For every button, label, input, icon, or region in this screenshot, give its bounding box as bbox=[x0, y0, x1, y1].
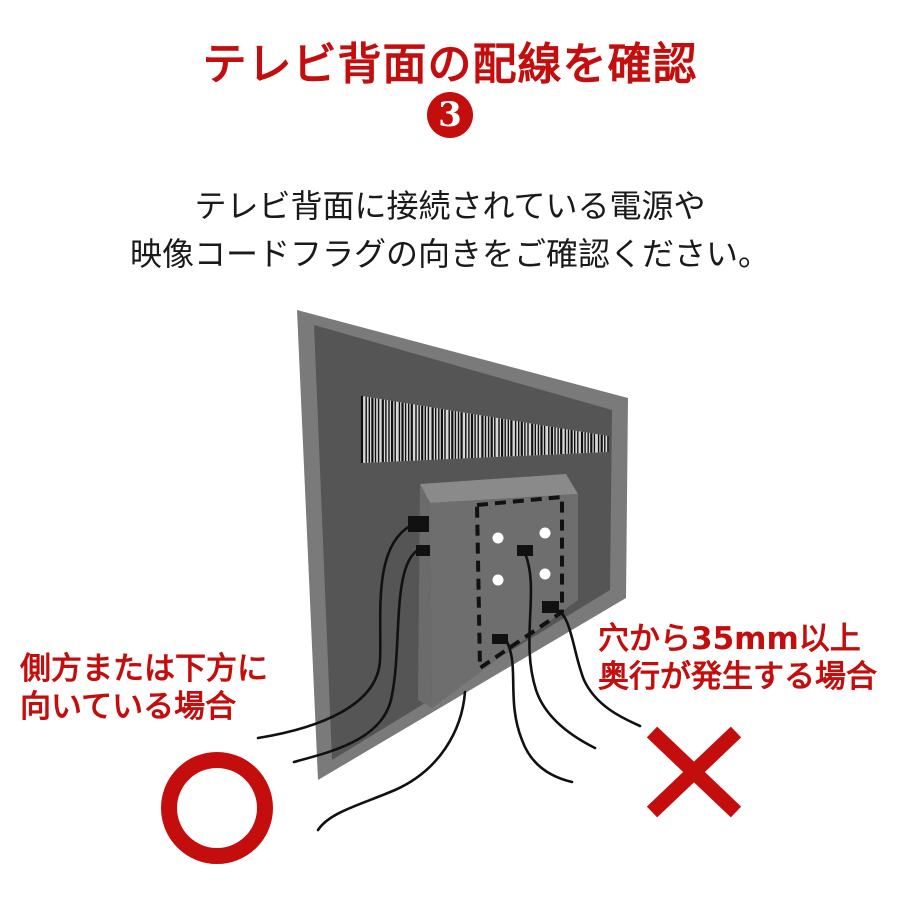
screw-hole bbox=[539, 568, 551, 580]
center-connector bbox=[517, 545, 533, 556]
cable bbox=[504, 638, 574, 784]
step-number-badge: 3 bbox=[427, 92, 473, 138]
stand-top bbox=[420, 474, 578, 503]
cable bbox=[292, 548, 420, 764]
circle-ok-icon bbox=[161, 752, 273, 864]
video-connector bbox=[416, 545, 430, 556]
bottom-connector bbox=[492, 634, 508, 644]
ng-condition-label: 穴から35mm以上 奥行が発生する場合 bbox=[598, 620, 877, 696]
ok-condition-label: 側方または下方に 向いている場合 bbox=[20, 650, 268, 726]
ng-label-line-2: 奥行が発生する場合 bbox=[598, 659, 877, 695]
ok-label-line-2: 向いている場合 bbox=[20, 689, 237, 725]
mount-plate bbox=[430, 494, 578, 708]
ng-label-line-1: 穴から35mm以上 bbox=[598, 621, 861, 657]
cable bbox=[316, 690, 467, 832]
page-title: テレビ背面の配線を確認 bbox=[202, 39, 698, 90]
instruction-line-1: テレビ背面に接続されている電源や bbox=[194, 187, 706, 225]
instruction-text: テレビ背面に接続されている電源や 映像コードフラグの向きをご確認ください。 bbox=[0, 182, 900, 278]
right-connector bbox=[542, 601, 559, 613]
stand-plate bbox=[418, 484, 432, 708]
screw-hole bbox=[539, 527, 551, 539]
cross-ng-icon bbox=[646, 726, 742, 818]
cable bbox=[551, 606, 642, 728]
ok-label-line-1: 側方または下方に bbox=[20, 651, 268, 687]
cable bbox=[256, 524, 412, 740]
power-connector bbox=[408, 516, 429, 532]
screw-hole bbox=[492, 532, 504, 544]
cable bbox=[523, 551, 597, 750]
screw-hole bbox=[492, 574, 504, 586]
instruction-line-2: 映像コードフラグの向きをご確認ください。 bbox=[129, 235, 770, 273]
tv-vent-grille bbox=[360, 396, 609, 463]
